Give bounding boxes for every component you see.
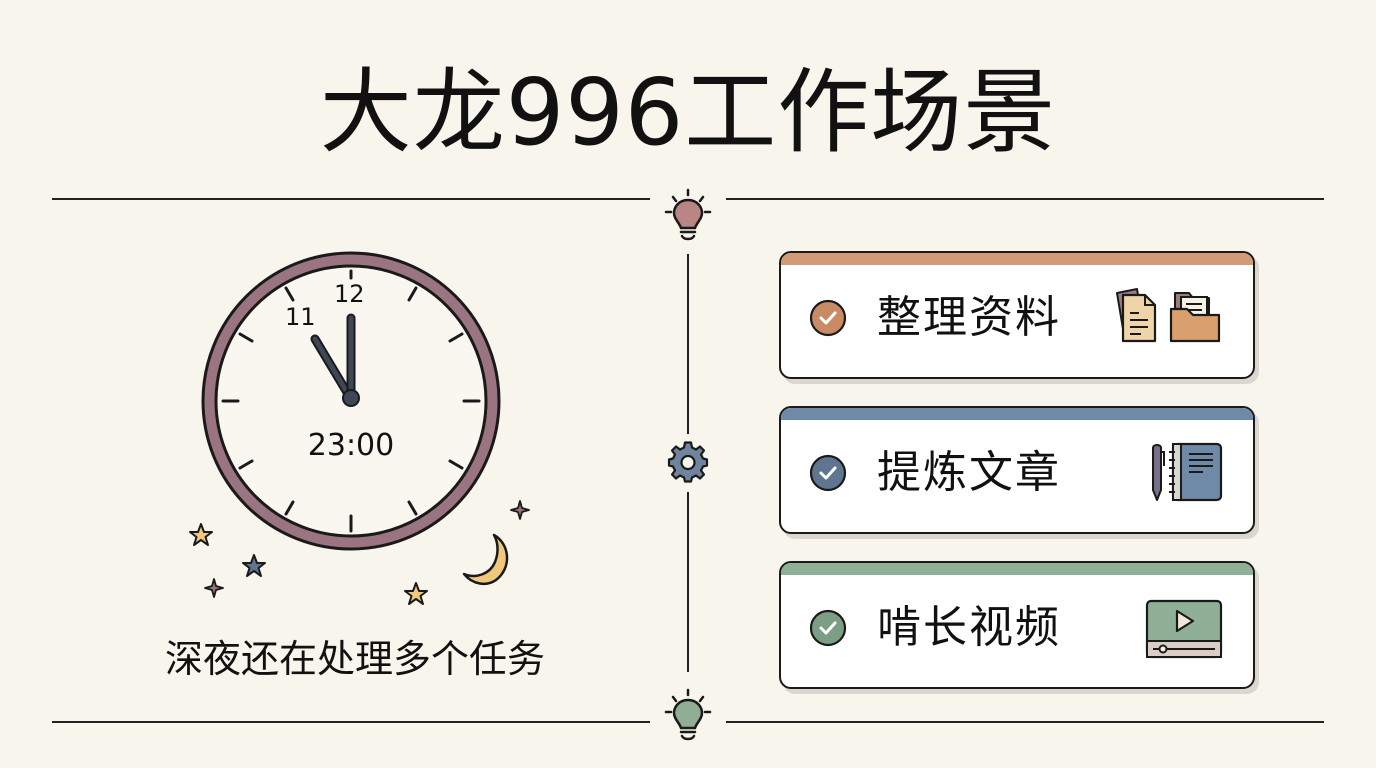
task-label: 整理资料 bbox=[877, 292, 1061, 343]
moon-icon bbox=[460, 532, 516, 592]
check-icon bbox=[809, 299, 847, 337]
star-icon bbox=[188, 522, 214, 552]
sparkle-icon bbox=[510, 500, 530, 524]
bottom-divider-right bbox=[726, 721, 1324, 723]
bottom-divider-left bbox=[52, 721, 650, 723]
check-icon bbox=[809, 609, 847, 647]
task-label: 啃长视频 bbox=[877, 602, 1061, 653]
task-card-long-videos: 啃长视频 bbox=[779, 561, 1255, 689]
check-icon bbox=[809, 454, 847, 492]
gear-icon bbox=[667, 441, 709, 483]
star-icon bbox=[241, 553, 267, 583]
card-accent-bar bbox=[781, 253, 1253, 265]
lightbulb-icon bbox=[662, 688, 714, 744]
pen-notebook-icon bbox=[1109, 440, 1229, 506]
clock-number-12: 12 bbox=[334, 280, 365, 308]
card-accent-bar bbox=[781, 563, 1253, 575]
left-caption: 深夜还在处理多个任务 bbox=[164, 637, 545, 681]
top-divider-right bbox=[726, 198, 1324, 200]
top-divider-left bbox=[52, 198, 650, 200]
timeline-line-lower bbox=[687, 492, 689, 672]
clock-illustration: 12 11 23:00 bbox=[196, 246, 506, 556]
page-title: 大龙996工作场景 bbox=[319, 59, 1057, 166]
lightbulb-icon bbox=[662, 188, 714, 244]
sparkle-icon bbox=[204, 578, 224, 602]
task-card-organize: 整理资料 bbox=[779, 251, 1255, 379]
video-player-icon bbox=[1109, 595, 1229, 661]
clock-time-label: 23:00 bbox=[307, 428, 395, 463]
clock-number-11: 11 bbox=[285, 303, 316, 331]
star-icon bbox=[403, 581, 429, 611]
task-card-refine-articles: 提炼文章 bbox=[779, 406, 1255, 534]
timeline-line-upper bbox=[687, 254, 689, 434]
card-accent-bar bbox=[781, 408, 1253, 420]
documents-folder-icon bbox=[1109, 285, 1229, 351]
task-label: 提炼文章 bbox=[877, 447, 1061, 498]
